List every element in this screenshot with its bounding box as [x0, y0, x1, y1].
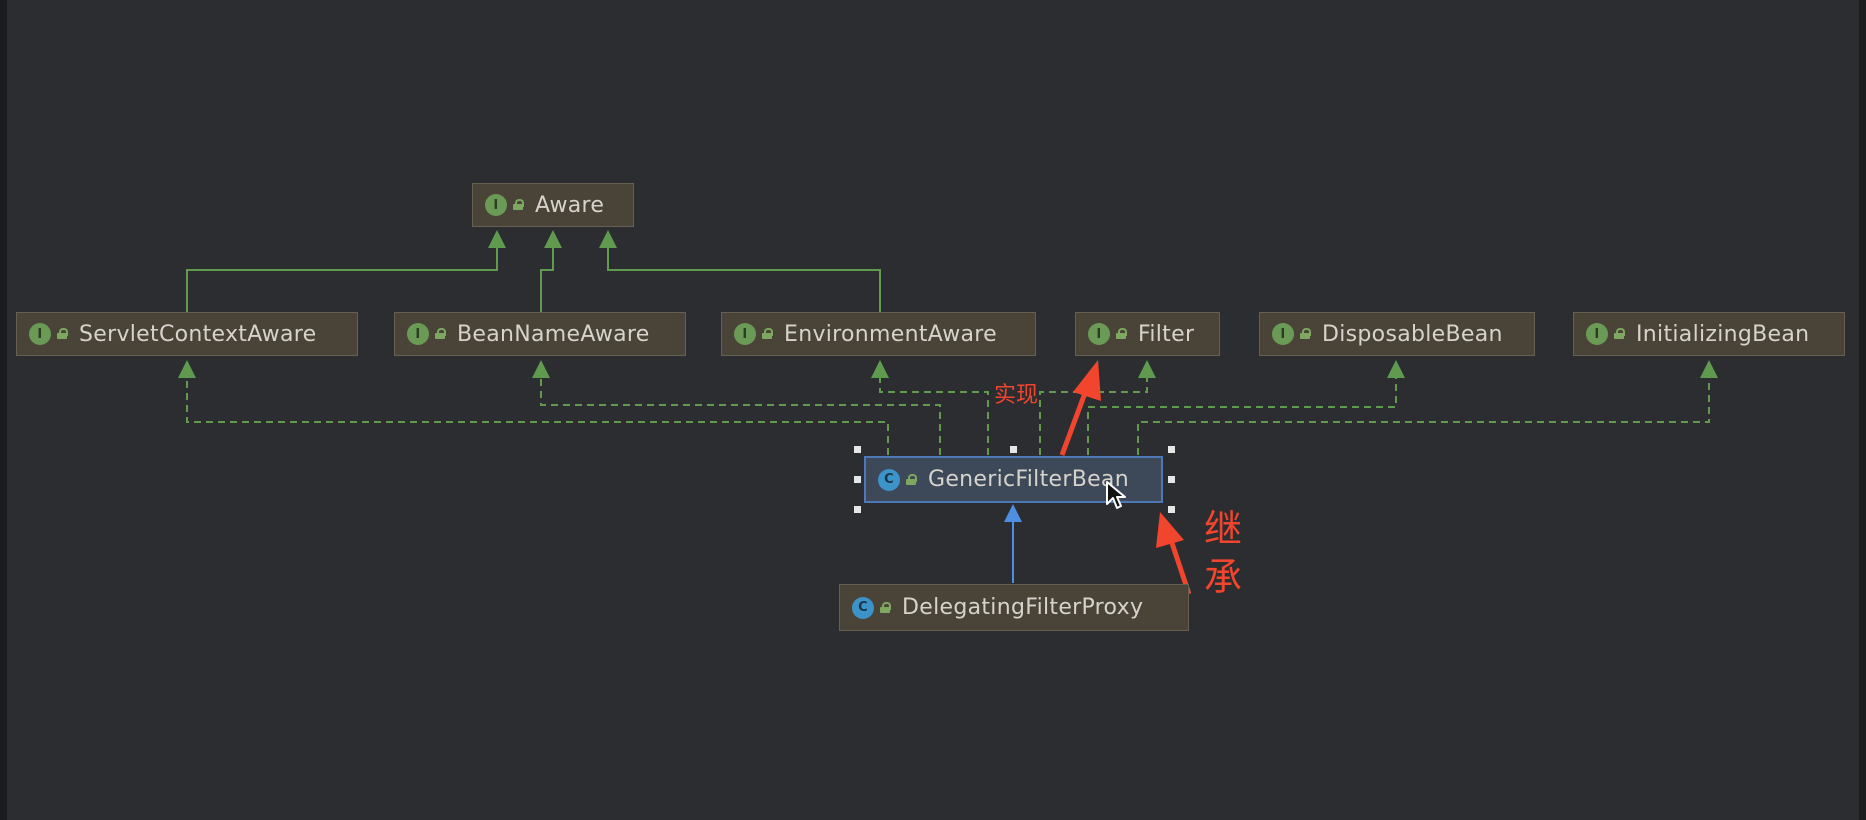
- selection-handle-top-left[interactable]: [854, 446, 861, 453]
- node-disposable-bean[interactable]: I DisposableBean: [1259, 312, 1535, 356]
- access-lock-icon: [1300, 328, 1311, 339]
- node-delegating-filter-proxy[interactable]: C DelegatingFilterProxy: [839, 584, 1189, 631]
- interface-icon: I: [485, 194, 507, 216]
- arrowhead-gfb: [1004, 504, 1022, 522]
- edge-servletcontextaware-aware: [186, 248, 498, 314]
- node-delegating-filter-proxy-label: DelegatingFilterProxy: [902, 595, 1144, 620]
- annotation-implements: 实现: [994, 383, 1039, 408]
- access-lock-icon: [1614, 328, 1625, 339]
- class-icon: C: [878, 468, 900, 491]
- aware-inheritance-edges: [186, 248, 881, 314]
- node-generic-filter-bean-label: GenericFilterBean: [928, 467, 1129, 492]
- node-aware-label: Aware: [535, 192, 605, 218]
- arrowhead-aware-1: [488, 230, 506, 248]
- edge-gfb-servletcontextaware: [186, 378, 889, 455]
- node-initializing-bean[interactable]: I InitializingBean: [1573, 312, 1845, 356]
- selection-handle-top[interactable]: [1010, 446, 1017, 453]
- selection-handle-right[interactable]: [1168, 476, 1175, 483]
- frame-edge-left: [0, 0, 7, 820]
- interface-icon: I: [1586, 323, 1608, 345]
- edge-gfb-beannameaware: [540, 378, 941, 455]
- node-initializing-bean-label: InitializingBean: [1636, 321, 1810, 347]
- access-lock-icon: [1116, 328, 1127, 339]
- edge-gfb-disposablebean: [1087, 378, 1397, 455]
- arrowhead-initializingbean: [1700, 360, 1718, 378]
- access-lock-icon: [880, 601, 891, 613]
- selection-handle-left[interactable]: [854, 476, 861, 483]
- arrowhead-aware-2: [544, 230, 562, 248]
- implements-arrow-head: [1073, 360, 1101, 401]
- implements-arrow-shaft: [1059, 384, 1091, 456]
- arrowhead-beannameaware: [532, 360, 550, 378]
- arrowhead-aware-3: [599, 230, 617, 248]
- node-environment-aware[interactable]: I EnvironmentAware: [721, 312, 1036, 356]
- node-bean-name-aware-label: BeanNameAware: [457, 321, 650, 347]
- extends-arrow-head: [1156, 512, 1184, 548]
- access-lock-icon: [762, 328, 773, 339]
- node-bean-name-aware[interactable]: I BeanNameAware: [394, 312, 686, 356]
- arrowhead-servletcontextaware: [178, 360, 196, 378]
- annotation-extends-2: 承: [1204, 555, 1243, 599]
- annotation-arrows: [1059, 360, 1192, 595]
- class-icon: C: [852, 596, 874, 619]
- node-environment-aware-label: EnvironmentAware: [784, 321, 998, 347]
- edge-gfb-environmentaware: [879, 378, 989, 455]
- interface-icon: I: [407, 323, 429, 345]
- mouse-pointer-icon: [1106, 481, 1126, 509]
- arrowhead-filter: [1138, 360, 1156, 378]
- node-aware[interactable]: I Aware: [472, 183, 634, 227]
- edge-environmentaware-aware: [607, 248, 881, 314]
- interface-icon: I: [1088, 323, 1110, 345]
- annotation-extends-1: 继: [1204, 507, 1243, 551]
- interface-icon: I: [29, 323, 51, 345]
- interface-icon: I: [1272, 323, 1294, 345]
- aware-arrowheads: [488, 230, 617, 248]
- class-inheritance-edge: [1004, 504, 1022, 583]
- access-lock-icon: [513, 199, 524, 210]
- node-disposable-bean-label: DisposableBean: [1322, 321, 1503, 347]
- selection-handle-bottom-left[interactable]: [854, 506, 861, 513]
- selection-handle-top-right[interactable]: [1168, 446, 1175, 453]
- node-servlet-context-aware[interactable]: I ServletContextAware: [16, 312, 358, 356]
- implementation-edges: [186, 378, 1710, 455]
- frame-edge-right: [1859, 0, 1866, 820]
- access-lock-icon: [57, 328, 68, 339]
- interface-icon: I: [734, 323, 756, 345]
- arrowhead-environmentaware: [871, 360, 889, 378]
- access-lock-icon: [435, 328, 446, 339]
- implementation-arrowheads: [178, 360, 1718, 378]
- edge-gfb-initializingbean: [1137, 378, 1710, 455]
- node-filter-label: Filter: [1138, 321, 1195, 347]
- node-servlet-context-aware-label: ServletContextAware: [79, 321, 317, 347]
- access-lock-icon: [906, 473, 917, 485]
- arrowhead-disposablebean: [1387, 360, 1405, 378]
- node-filter[interactable]: I Filter: [1075, 312, 1220, 356]
- edge-beannameaware-aware: [540, 248, 554, 314]
- selection-handle-bottom-right[interactable]: [1168, 506, 1175, 513]
